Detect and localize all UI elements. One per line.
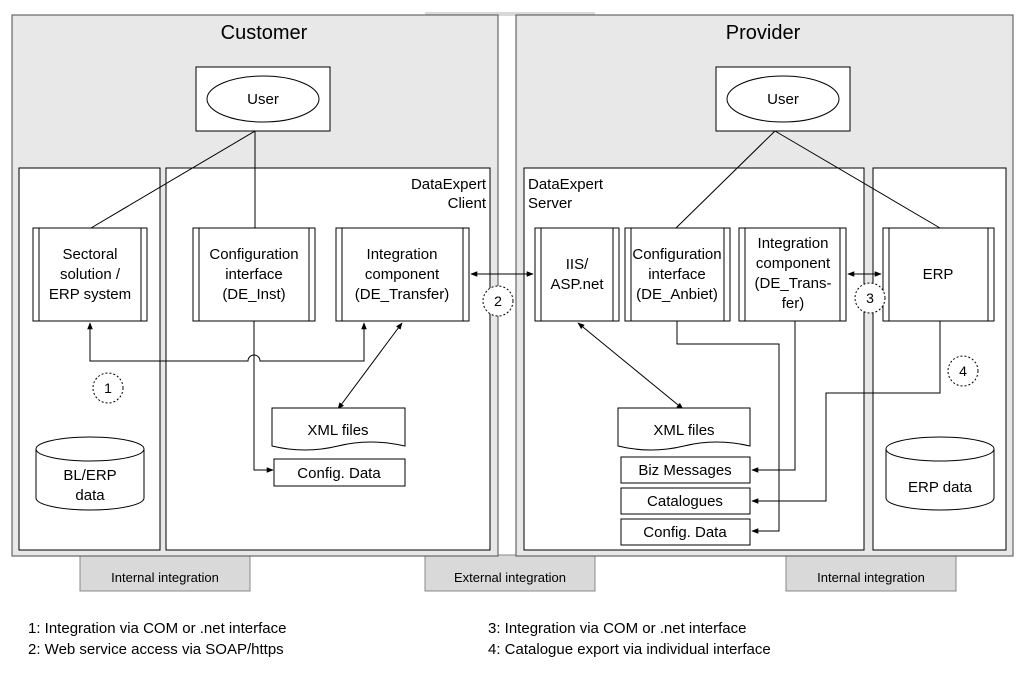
svg-text:ERP: ERP: [923, 266, 954, 283]
svg-text:component: component: [365, 266, 440, 283]
svg-text:XML files: XML files: [653, 422, 714, 439]
svg-text:ASP.net: ASP.net: [550, 276, 604, 293]
svg-text:IIS/: IIS/: [566, 256, 589, 273]
svg-text:4: 4: [959, 363, 967, 379]
svg-text:ERP system: ERP system: [49, 286, 131, 303]
svg-text:2: 2: [494, 293, 502, 309]
client-config-data: Config. Data: [273, 458, 406, 487]
provider-user-to-config-line: [675, 130, 776, 229]
provider-user-to-erp-line: [774, 130, 941, 229]
legend-item-3: 3: Integration via COM or .net interface: [488, 620, 747, 637]
svg-text:data: data: [75, 487, 105, 504]
customer-user-label: User: [247, 91, 279, 108]
internal-integration-bar-left: [79, 554, 251, 592]
client-label-line1: DataExpert: [411, 176, 487, 193]
external-integration-top: [425, 12, 595, 16]
user-to-sectoral-line: [90, 130, 256, 229]
client-label-line2: Client: [448, 195, 487, 212]
bl-erp-data-cylinder: BL/ERP data: [35, 436, 145, 511]
provider-user-label: User: [767, 91, 799, 108]
sectoral-solution-box: Sectoral solution / ERP system: [32, 227, 148, 322]
svg-text:Integration: Integration: [758, 235, 829, 252]
biz-messages-box: Biz Messages: [620, 456, 751, 484]
svg-text:Config. Data: Config. Data: [643, 524, 727, 541]
svg-text:solution /: solution /: [60, 266, 121, 283]
internal-integration-label-left: Internal integration: [111, 570, 219, 585]
dataexpert-client-section: [165, 167, 491, 551]
server-label-line1: DataExpert: [528, 176, 604, 193]
svg-text:Sectoral: Sectoral: [62, 246, 117, 263]
svg-text:Configuration: Configuration: [632, 246, 721, 263]
legend-item-4: 4: Catalogue export via individual inter…: [488, 641, 771, 658]
svg-text:BL/ERP: BL/ERP: [63, 467, 116, 484]
integration-component-server-box: Integration component (DE_Trans- fer): [738, 227, 847, 322]
external-integration-label: External integration: [454, 570, 566, 585]
integration-component-client-box: Integration component (DE_Transfer): [335, 227, 470, 322]
customer-user-box: User: [195, 66, 331, 132]
erp-box: ERP: [882, 227, 995, 322]
svg-text:Biz Messages: Biz Messages: [638, 462, 731, 479]
svg-text:Config. Data: Config. Data: [297, 465, 381, 482]
svg-text:XML files: XML files: [307, 422, 368, 439]
catalogues-box: Catalogues: [620, 487, 751, 515]
integration-to-xml-arrow: [337, 322, 403, 410]
internal-integration-label-right: Internal integration: [817, 570, 925, 585]
svg-text:Integration: Integration: [367, 246, 438, 263]
svg-text:(DE_Trans-: (DE_Trans-: [755, 275, 832, 292]
marker-1: 1: [92, 372, 124, 404]
config-to-server-configdata-line: [676, 321, 780, 534]
svg-text:1: 1: [104, 380, 112, 396]
svg-text:component: component: [756, 255, 831, 272]
erp-to-catalogues-line: [751, 321, 941, 504]
svg-text:ERP data: ERP data: [908, 479, 973, 496]
server-config-data-box: Config. Data: [620, 518, 751, 546]
client-xml-files: XML files: [271, 407, 406, 451]
customer-title: Customer: [221, 22, 308, 44]
legend-item-2: 2: Web service access via SOAP/https: [28, 641, 284, 658]
svg-text:fer): fer): [782, 295, 805, 312]
marker-3: 3: [854, 282, 886, 314]
iis-to-xml-arrow: [577, 322, 684, 410]
svg-text:Catalogues: Catalogues: [647, 493, 723, 510]
svg-text:(DE_Inst): (DE_Inst): [222, 286, 285, 303]
svg-text:(DE_Transfer): (DE_Transfer): [355, 286, 449, 303]
config-interface-server-box: Configuration interface (DE_Anbiet): [624, 227, 731, 322]
marker-4: 4: [947, 355, 979, 387]
svg-text:Configuration: Configuration: [209, 246, 298, 263]
config-interface-client-box: Configuration interface (DE_Inst): [192, 227, 316, 322]
svg-text:3: 3: [866, 290, 874, 306]
marker-2: 2: [482, 285, 514, 317]
svg-text:interface: interface: [648, 266, 706, 283]
legend-item-1: 1: Integration via COM or .net interface: [28, 620, 287, 637]
iis-aspnet-box: IIS/ ASP.net: [534, 227, 620, 322]
erp-data-cylinder: ERP data: [885, 436, 995, 511]
integration-to-bizmessages-line: [751, 321, 796, 473]
server-xml-files: XML files: [617, 407, 751, 451]
external-integration-bar: [424, 554, 596, 592]
provider-user-box: User: [715, 66, 851, 132]
svg-text:interface: interface: [225, 266, 283, 283]
config-to-configdata-line: [253, 321, 274, 473]
provider-title: Provider: [726, 22, 801, 44]
svg-text:(DE_Anbiet): (DE_Anbiet): [636, 286, 718, 303]
server-label-line2: Server: [528, 195, 572, 212]
